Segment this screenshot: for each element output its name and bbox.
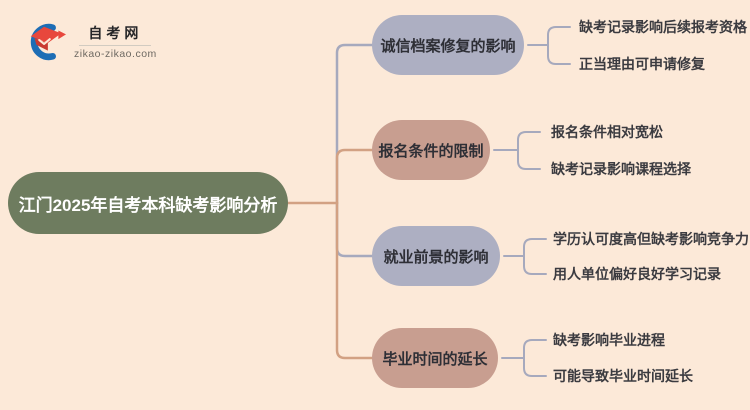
branch-label: 报名条件的限制 xyxy=(378,142,484,160)
leaf-item: 缺考影响毕业进程 xyxy=(553,332,665,348)
logo-divider xyxy=(79,45,152,46)
branch-node-credit-archive: 诚信档案修复的影响 xyxy=(372,15,524,75)
leaf-item: 缺考记录影响后续报考资格 xyxy=(579,19,747,35)
site-logo: 自考网 zikao-zikao.com xyxy=(24,16,174,68)
leaf-item: 缺考记录影响课程选择 xyxy=(551,161,691,177)
connector-branch-3 xyxy=(335,201,374,258)
branch-label: 毕业时间的延长 xyxy=(382,350,488,368)
site-name: 自考网 xyxy=(88,25,143,41)
branch-node-graduation-delay: 毕业时间的延长 xyxy=(372,328,498,388)
root-node: 江门2025年自考本科缺考影响分析 xyxy=(8,172,288,234)
branch-node-registration-limits: 报名条件的限制 xyxy=(372,120,490,180)
connector-branch-2 xyxy=(335,148,374,205)
leaf-item: 用人单位偏好良好学习记录 xyxy=(553,266,721,282)
root-node-label: 江门2025年自考本科缺考影响分析 xyxy=(18,195,278,215)
bracket-branch-4 xyxy=(501,339,547,377)
site-url: zikao-zikao.com xyxy=(74,48,157,60)
bracket-branch-2 xyxy=(493,131,541,170)
leaf-item: 正当理由可申请修复 xyxy=(579,56,705,72)
bracket-branch-3 xyxy=(503,238,547,275)
branch-label: 诚信档案修复的影响 xyxy=(380,37,516,55)
connector-branch-1 xyxy=(335,43,374,205)
leaf-item: 报名条件相对宽松 xyxy=(551,124,663,140)
bracket-branch-1 xyxy=(527,26,571,65)
branch-node-employment-prospects: 就业前景的影响 xyxy=(372,226,500,286)
leaf-item: 可能导致毕业时间延长 xyxy=(553,368,693,384)
graduation-cap-icon xyxy=(30,23,66,61)
branch-label: 就业前景的影响 xyxy=(383,248,489,266)
leaf-item: 学历认可度高但缺考影响竞争力 xyxy=(553,231,749,247)
connector-branch-4 xyxy=(335,201,374,360)
